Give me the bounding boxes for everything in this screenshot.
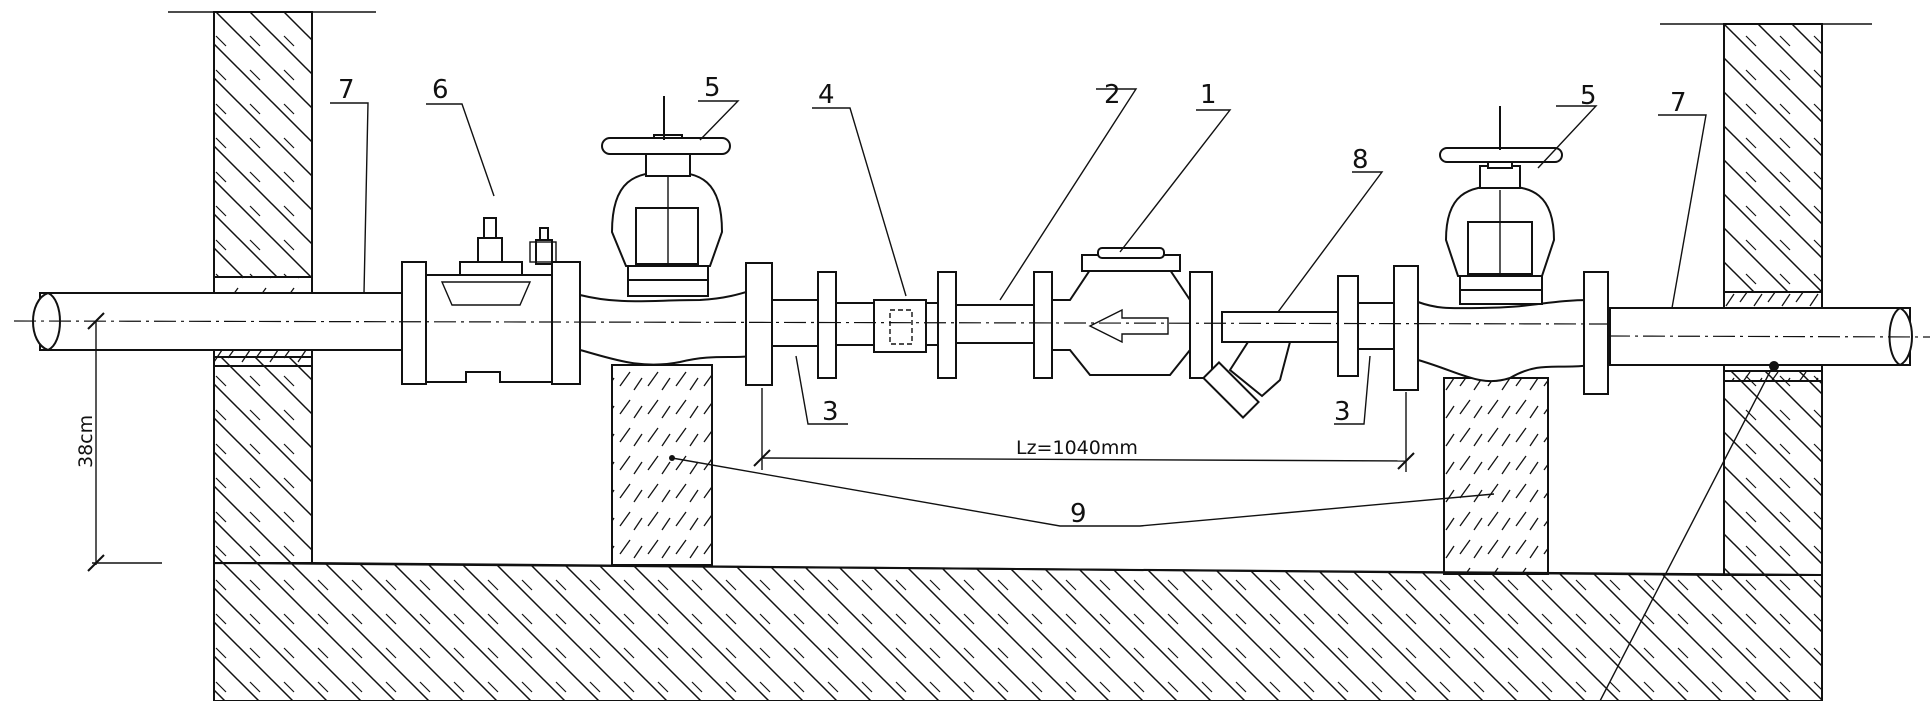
label-8: 8: [1352, 145, 1369, 175]
left-wall: [168, 11, 376, 564]
label-3-right: 3: [1334, 397, 1351, 427]
label-4: 4: [818, 80, 835, 110]
water-meter: [1051, 247, 1213, 379]
y-strainer: [1202, 265, 1419, 419]
foundation-slab: [213, 561, 1823, 701]
gate-valve-right: [1417, 106, 1609, 395]
label-2: 2: [1104, 80, 1121, 110]
length-dimension-line: [753, 388, 1415, 472]
label-1: 1: [1200, 80, 1217, 110]
support-pier-right: [1443, 377, 1549, 575]
label-7-left: 7: [338, 75, 355, 105]
height-dimension-line: [87, 312, 162, 572]
right-wall: [1660, 23, 1872, 576]
relief-valve: [401, 217, 581, 385]
support-pier-left: [611, 364, 713, 566]
label-5-right: 5: [1580, 81, 1597, 111]
spool-section: [745, 262, 1053, 386]
length-dimension-text: Lz=1040mm: [1016, 437, 1138, 459]
gate-valve-left: [579, 96, 771, 366]
label-7-right: 7: [1670, 88, 1687, 118]
height-dimension-text: 38cm: [75, 415, 97, 468]
label-5-left: 5: [704, 73, 721, 103]
pipe-centerline: [13, 320, 1931, 338]
label-6: 6: [432, 75, 449, 105]
leader-lines: [330, 88, 1779, 701]
label-9: 9: [1070, 499, 1087, 529]
label-3-left: 3: [822, 397, 839, 427]
